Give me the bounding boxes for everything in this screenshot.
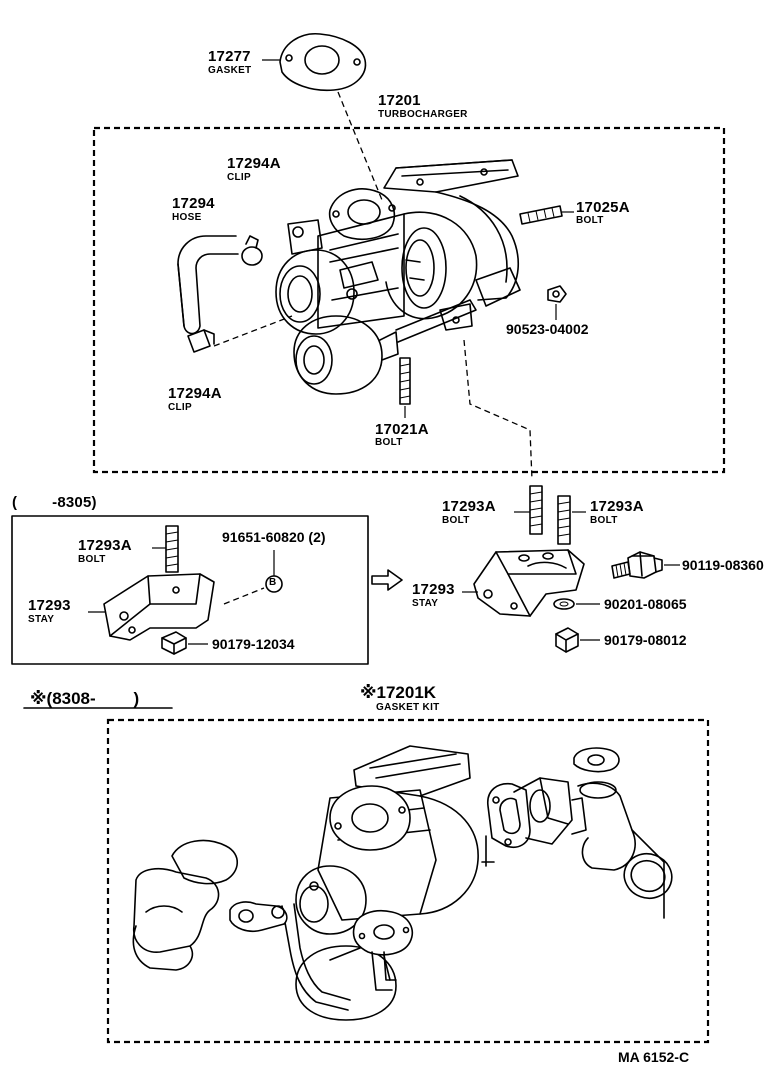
gasket-kit-ring-gasket-drawing xyxy=(623,852,673,900)
washer-number: 90201-08065 xyxy=(604,596,687,612)
gasket-dashed-guide xyxy=(337,91,383,201)
stay-dashed-guide xyxy=(463,339,533,481)
drawing-code: MA 6152-C xyxy=(618,1049,690,1065)
stay-nut-number: 90179-08012 xyxy=(604,632,687,648)
stay-bolt-right-name: BOLT xyxy=(590,515,618,526)
turbocharger-name: TURBOCHARGER xyxy=(378,109,468,120)
clip-17294a-lower-drawing xyxy=(187,329,215,353)
nut-90523-number: 90523-04002 xyxy=(506,321,589,337)
early-version-box xyxy=(11,515,369,665)
turbocharger-drawing xyxy=(275,159,521,395)
clamp-ref-mark: B xyxy=(269,577,277,588)
gasket-kit-turbo-drawing xyxy=(281,745,479,1021)
early-stay-name: STAY xyxy=(28,614,55,625)
stay-17293-drawing xyxy=(473,549,585,617)
early-bolt-number: 17293A xyxy=(78,537,132,554)
nut-90179-08012-drawing xyxy=(555,627,579,653)
gasket-kit-oil-gasket-drawing xyxy=(229,901,288,933)
nut-90523-04002-drawing xyxy=(547,285,567,303)
bolt-17025a-number: 17025A xyxy=(576,199,630,216)
clip-top-number: 17294A xyxy=(227,155,281,172)
hose-17294-drawing xyxy=(177,235,239,335)
early-stay-number: 17293 xyxy=(28,597,71,614)
gasket-17277-name: GASKET xyxy=(208,65,252,76)
hose-name: HOSE xyxy=(172,212,202,223)
turbocharger-boundary xyxy=(92,126,726,474)
bolt-17021a-drawing xyxy=(399,357,411,405)
gasket-kit-number: ※17201K xyxy=(360,683,437,702)
early-version-range: ( -8305) xyxy=(12,494,97,511)
clip-17294a-upper-drawing xyxy=(241,235,263,266)
clip-bottom-name: CLIP xyxy=(168,402,192,413)
gasket-17277-drawing xyxy=(279,33,367,92)
early-nut-90179-12034-drawing xyxy=(161,631,187,655)
stay-bolt-right-number: 17293A xyxy=(590,498,644,515)
bolt-17025a-name: BOLT xyxy=(576,215,604,226)
gasket-kit-name: GASKET KIT xyxy=(376,702,440,713)
stay-bolt-left-number: 17293A xyxy=(442,498,496,515)
hose-number: 17294 xyxy=(172,195,215,212)
clip-bottom-number: 17294A xyxy=(168,385,222,402)
gasket-kit-small-gasket-drawing xyxy=(573,747,620,773)
gasket-kit-stud-drawing xyxy=(481,835,495,867)
clamp-ref-number: 91651-60820 (2) xyxy=(222,529,326,545)
stay-bolt-left-name: BOLT xyxy=(442,515,470,526)
early-stay-17293-drawing xyxy=(103,573,215,641)
gasket-kit-boundary xyxy=(106,718,710,1044)
late-version-range: ※(8308- ) xyxy=(30,689,140,708)
clamp-dashed-guide xyxy=(223,587,265,605)
stay-bolt-left-drawing xyxy=(529,485,543,535)
early-bolt-name: BOLT xyxy=(78,554,106,565)
stay-bolt-right-drawing xyxy=(557,495,571,545)
gasket-17277-number: 17277 xyxy=(208,48,251,65)
version-arrow-icon xyxy=(371,569,403,591)
washer-90201-08065-drawing xyxy=(553,598,575,610)
early-nut-number: 90179-12034 xyxy=(212,636,295,652)
union-bolt-90119-08360-drawing xyxy=(611,551,663,579)
bolt-17021a-number: 17021A xyxy=(375,421,429,438)
gasket-kit-elbow-drawing xyxy=(513,777,587,845)
stay-number: 17293 xyxy=(412,581,455,598)
washer-hole xyxy=(559,601,569,607)
bolt-17021a-name: BOLT xyxy=(375,437,403,448)
stay-name: STAY xyxy=(412,598,439,609)
gasket-kit-manifold-drawing xyxy=(132,839,239,971)
bolt-17025a-drawing xyxy=(519,205,563,225)
union-bolt-number: 90119-08360 xyxy=(682,557,764,573)
early-bolt-17293a-drawing xyxy=(165,525,179,573)
clip-dashed-guide xyxy=(213,315,293,347)
clip-top-name: CLIP xyxy=(227,172,251,183)
gasket-kit-outlet-gasket-drawing xyxy=(487,782,531,848)
turbocharger-number: 17201 xyxy=(378,92,421,109)
